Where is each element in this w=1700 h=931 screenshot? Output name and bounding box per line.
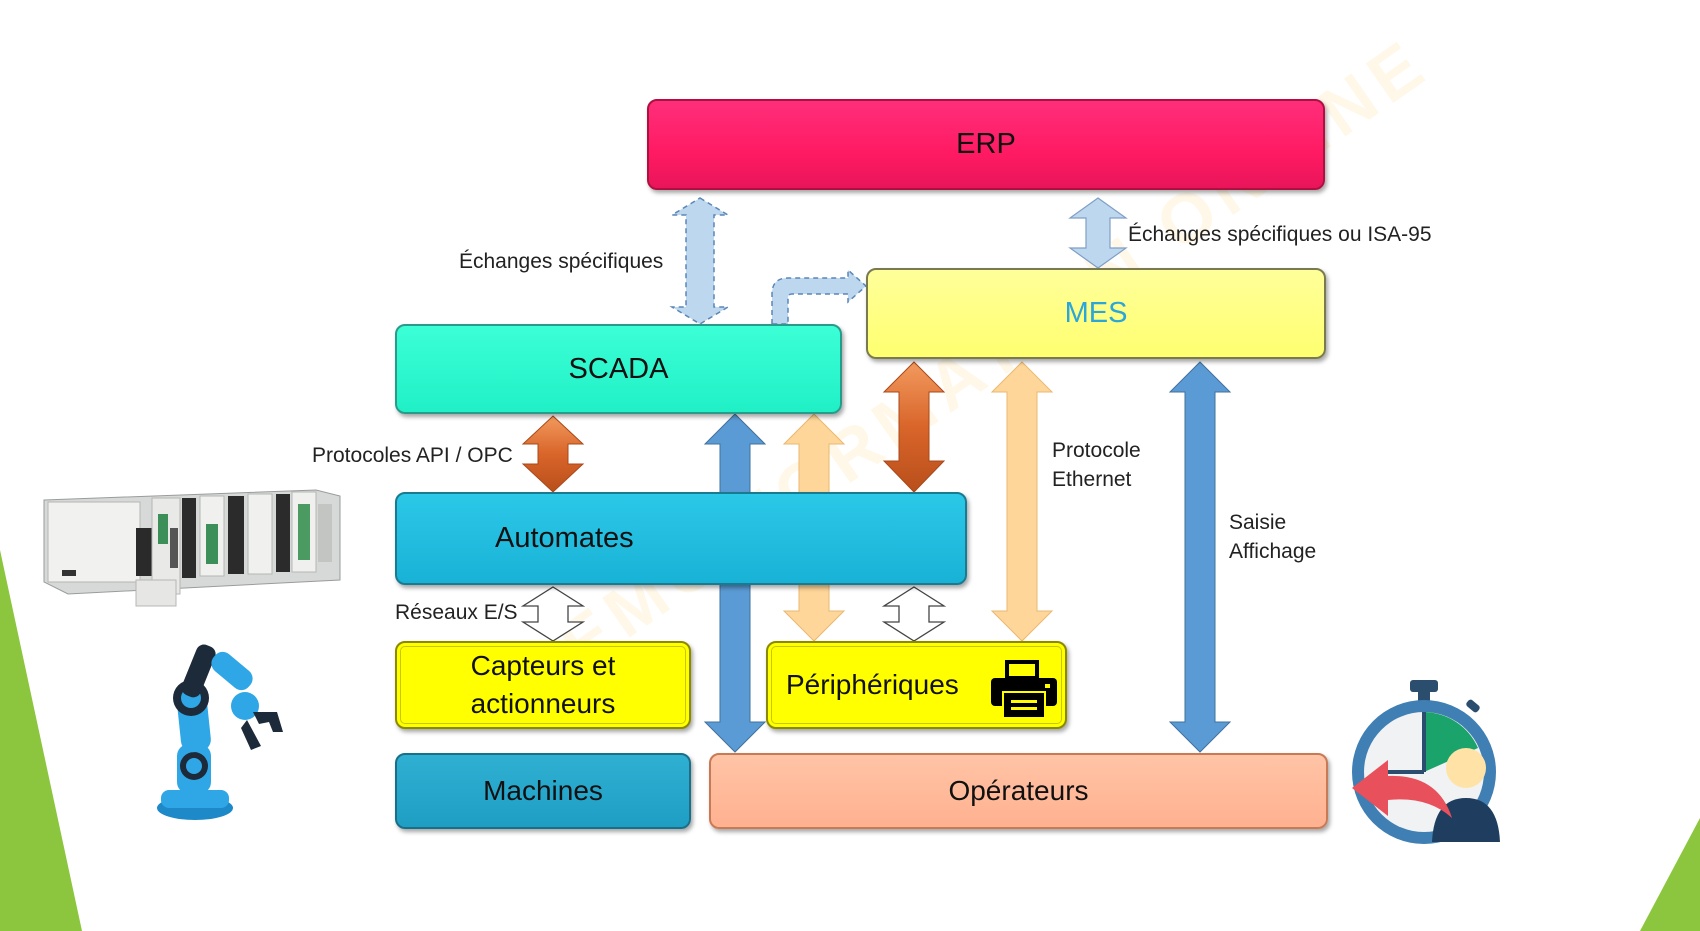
arrow-mes-automates: [882, 361, 946, 493]
arrow-scada-automates: [521, 415, 585, 493]
erp-label: ERP: [956, 128, 1016, 160]
arrow-mes-operateurs: [1168, 361, 1232, 753]
automates-label: Automates: [495, 522, 634, 554]
label-echanges-isa95: Échanges spécifiques ou ISA-95: [1128, 223, 1432, 246]
arrow-erp-scada: [669, 197, 731, 325]
arrow-scada-mes: [771, 268, 868, 325]
stopwatch-user-icon: [1352, 680, 1500, 844]
capteurs-label-line2: actionneurs: [470, 688, 616, 719]
mes-box: MES: [866, 268, 1326, 359]
mes-label: MES: [1064, 297, 1128, 329]
scada-label: SCADA: [568, 352, 669, 385]
machines-label: Machines: [483, 775, 603, 806]
automates-box: Automates: [395, 492, 967, 585]
label-protocoles-api-opc: Protocoles API / OPC: [312, 444, 513, 467]
arrow-mes-peripheriques: [990, 361, 1054, 642]
arrow-erp-mes: [1068, 197, 1128, 269]
arrow-automates-capteurs: [520, 586, 586, 642]
arrow-automates-peripheriques: [881, 586, 947, 642]
label-saisie-affichage: Saisie Affichage: [1229, 511, 1317, 563]
label-reseaux-es: Réseaux E/S: [395, 601, 518, 624]
peripheriques-label: Périphériques: [786, 669, 959, 700]
robot-arm-image: [157, 644, 283, 820]
scada-box: SCADA: [395, 324, 842, 414]
operateurs-box: Opérateurs: [709, 753, 1328, 829]
erp-box: ERP: [647, 99, 1325, 190]
machines-box: Machines: [395, 753, 691, 829]
operateurs-label: Opérateurs: [948, 775, 1089, 806]
capteurs-label-line1: Capteurs et: [470, 650, 616, 681]
plc-rack-image: [43, 489, 341, 607]
label-echanges-specifiques: Échanges spécifiques: [459, 250, 664, 273]
printer-icon: [991, 660, 1057, 719]
capteurs-box: Capteurs et actionneurs: [395, 641, 691, 729]
label-protocole-ethernet: Protocole Ethernet: [1052, 439, 1141, 491]
